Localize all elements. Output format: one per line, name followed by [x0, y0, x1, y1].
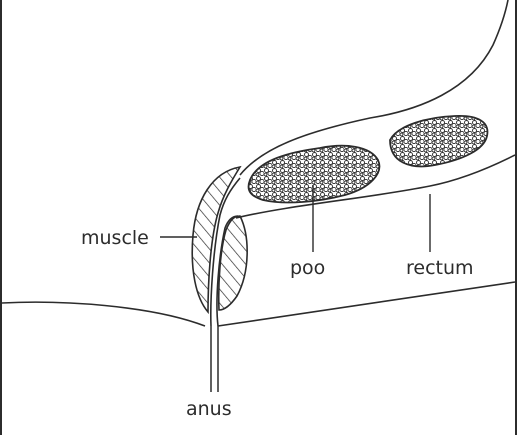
skin-outline-right [218, 282, 515, 326]
skin-outline-left [2, 302, 205, 326]
anus-label: anus [186, 400, 232, 419]
poo-mass-large [249, 146, 380, 203]
rectum-label: rectum [406, 259, 474, 278]
sphincter-muscle-right [219, 216, 247, 310]
poo-mass-small [390, 116, 487, 167]
muscle-label: muscle [81, 229, 149, 248]
poo-label: poo [290, 259, 325, 278]
